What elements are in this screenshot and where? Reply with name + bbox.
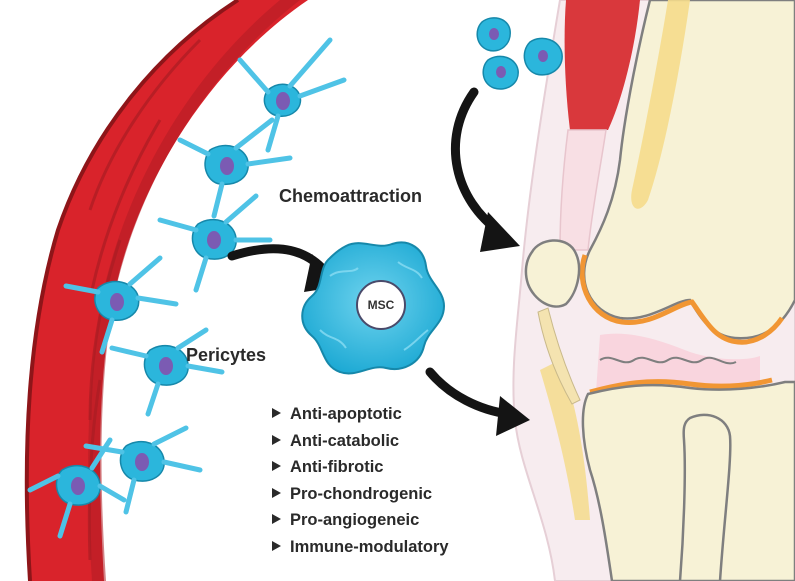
pericyte [112,330,222,414]
effect-label: Anti-apoptotic [290,405,402,423]
effect-label: Pro-angiogeneic [290,511,419,529]
pericyte [86,428,200,512]
bullet-triangle-icon [272,541,281,551]
effect-item: Pro-chondrogenic [272,481,449,508]
knee-joint [513,0,795,581]
effects-list: Anti-apoptotic Anti-catabolic Anti-fibro… [272,401,449,561]
effect-label: Pro-chondrogenic [290,485,432,503]
msc-label: MSC [355,298,407,312]
effect-item: Anti-catabolic [272,428,449,455]
chemoattraction-label: Chemoattraction [279,186,422,207]
effect-item: Anti-fibrotic [272,454,449,481]
bullet-triangle-icon [272,514,281,524]
arrow-pericyte-to-msc [232,249,322,268]
effect-label: Immune-modulatory [290,538,449,556]
effect-item: Anti-apoptotic [272,401,449,428]
effect-item: Pro-angiogeneic [272,507,449,534]
fibula [680,415,730,581]
effect-item: Immune-modulatory [272,534,449,561]
arrow-chemoattraction [455,92,500,232]
pericytes-label: Pericytes [186,345,266,366]
bullet-triangle-icon [272,408,281,418]
effect-label: Anti-catabolic [290,432,399,450]
bullet-triangle-icon [272,488,281,498]
bullet-triangle-icon [272,435,281,445]
effect-label: Anti-fibrotic [290,458,383,476]
bullet-triangle-icon [272,461,281,471]
